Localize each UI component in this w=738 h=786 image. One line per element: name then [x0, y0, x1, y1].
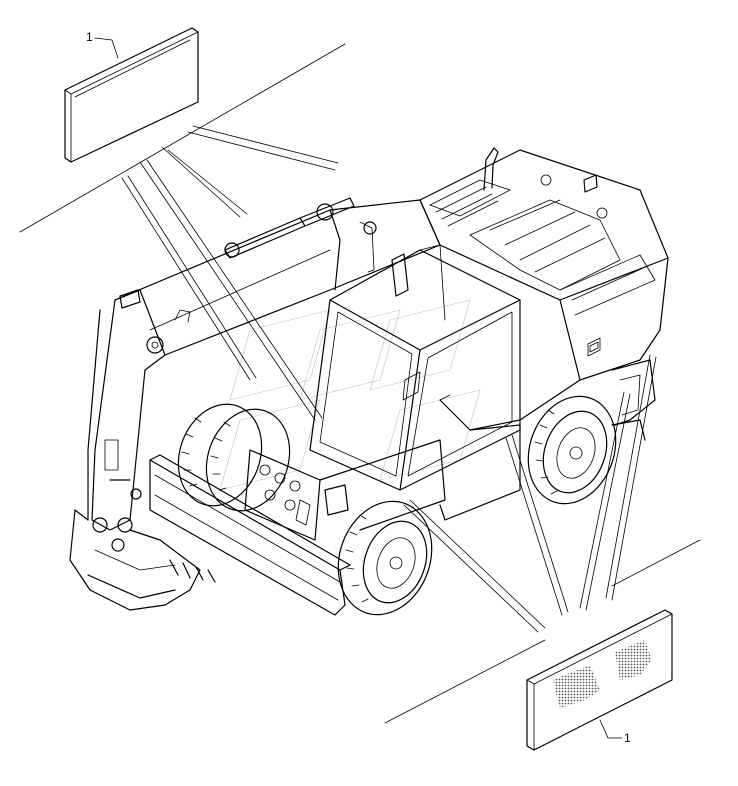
callout-label-bottom: 1	[624, 731, 631, 745]
watermark	[219, 299, 481, 491]
callout-leaders	[94, 37, 623, 739]
pointer-lines-top	[121, 125, 339, 421]
dozer-blade	[149, 454, 351, 616]
guide-lines	[19, 43, 701, 724]
decal-bottom	[526, 609, 673, 751]
rear-wheel-right	[527, 395, 617, 505]
pointer-lines-bottom	[403, 354, 657, 633]
undercarriage	[244, 439, 446, 541]
boom	[114, 197, 441, 371]
front-wheel-left-front	[205, 408, 291, 512]
callout-label-top: 1	[86, 30, 93, 44]
decal-top	[64, 27, 199, 163]
bucket	[69, 509, 216, 611]
dipper-arm	[87, 289, 146, 533]
front-wheel-right	[337, 500, 433, 616]
rear-stabilizer	[611, 359, 656, 441]
operator-cab	[309, 244, 521, 491]
front-wheel-left-rear	[177, 403, 263, 507]
